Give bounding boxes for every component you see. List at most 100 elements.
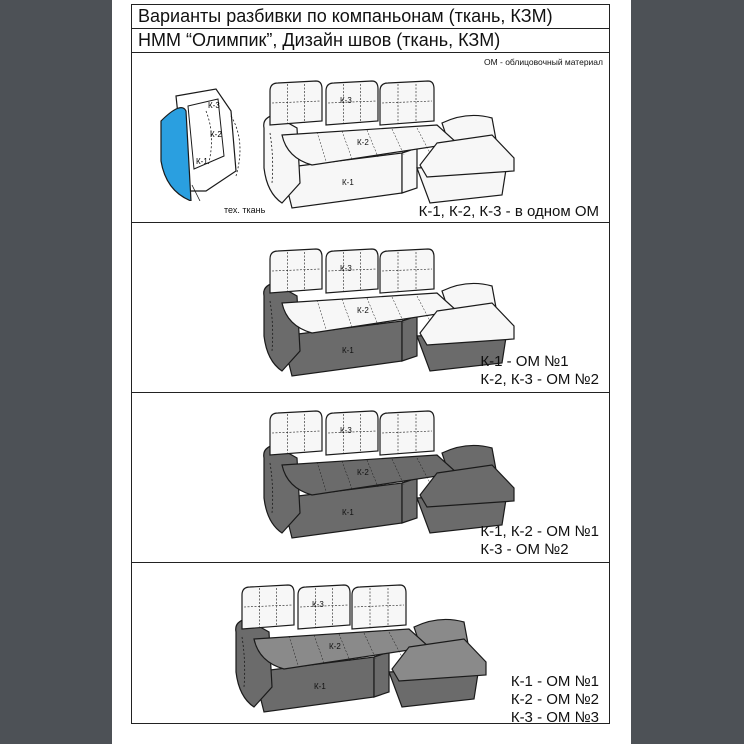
cushion-seam	[271, 100, 321, 104]
seat-seam	[341, 130, 353, 160]
variant-section-2: К-1 К-2 К-3 К-1 - ОМ №1 К-2, К-3 - ОМ №2	[132, 223, 609, 393]
variant-caption-2: К-1 - ОМ №1 К-2, К-3 - ОМ №2	[480, 353, 599, 389]
cushion-seam	[381, 430, 433, 434]
seat-seam	[338, 633, 351, 662]
sofa-left-arm	[263, 282, 301, 372]
seat-seam	[316, 299, 327, 330]
sofa-seat	[253, 628, 431, 670]
sofa-label-k2: К-2	[357, 468, 369, 477]
cushion-seam	[327, 268, 377, 272]
caption-line: К-1, К-2 - ОМ №1	[480, 523, 599, 540]
variant-caption-3: К-1, К-2 - ОМ №1 К-3 - ОМ №2	[480, 523, 599, 559]
cushion-seam	[271, 430, 321, 434]
seat-seam	[288, 635, 299, 666]
seat-seam	[366, 129, 379, 158]
document-page: Варианты разбивки по компаньонам (ткань,…	[112, 0, 631, 744]
back-cushion	[241, 584, 295, 630]
back-cushion	[351, 584, 407, 630]
variant-caption-4: К-1 - ОМ №1 К-2 - ОМ №2 К-3 - ОМ №3	[511, 673, 599, 727]
table-frame: Варианты разбивки по компаньонам (ткань,…	[131, 4, 610, 727]
sofa-left-arm	[235, 618, 273, 708]
sofa-illustration-1: К-1 К-2 К-3	[263, 80, 515, 209]
arm-seam	[241, 636, 246, 688]
sofa-label-k3: К-3	[312, 600, 324, 609]
sofa-seat	[281, 124, 459, 166]
caption-line: К-2, К-3 - ОМ №2	[480, 371, 599, 388]
om-legend-note: ОМ - облицовочный материал	[483, 57, 603, 67]
seat-seam	[391, 458, 405, 486]
sofa-seat	[281, 292, 459, 334]
back-cushion	[325, 248, 379, 294]
seat-seam	[391, 296, 405, 324]
sofa-illustration-4: К-1К-2К-3	[235, 584, 487, 713]
variant-section-1: ОМ - облицовочный материал К-3 К-2 К-1 т…	[132, 53, 609, 223]
sofa-illustration-3: К-1К-2К-3	[263, 410, 515, 539]
back-cushion	[379, 80, 435, 126]
cushion-seam	[243, 604, 293, 608]
sofa-label-k2: К-2	[357, 306, 369, 315]
seat-seam	[416, 127, 431, 154]
sofa-label-k2: К-2	[357, 138, 369, 147]
sofa-base-side	[373, 651, 390, 698]
tech-fabric-label: тех. ткань	[224, 205, 266, 215]
caption-line: К-1 - ОМ №1	[480, 353, 569, 370]
seat-seam	[416, 295, 431, 322]
arm-seam	[269, 132, 274, 184]
sofa-left-arm	[263, 444, 301, 534]
caption-line: К-1 - ОМ №1	[510, 673, 599, 690]
back-cushion	[325, 80, 379, 126]
seat-seam	[391, 128, 405, 156]
back-cushion	[325, 410, 379, 456]
seat-seam	[388, 631, 403, 658]
arm-seam	[269, 300, 274, 352]
seat-seam	[316, 461, 327, 492]
sofa-base-side	[401, 147, 418, 194]
sofa-label-k3: К-3	[340, 264, 352, 273]
back-cushion	[379, 410, 435, 456]
detail-label-k2: К-2	[210, 130, 222, 139]
sofa-base-side	[401, 477, 418, 524]
seat-seam	[366, 459, 379, 488]
title-line-2: НММ “Олимпик”, Дизайн швов (ткань, КЗМ)	[132, 29, 609, 53]
caption-line: К-3 - ОМ №3	[510, 709, 599, 726]
variant-caption-1: К-1, К-2, К-3 - в одном ОМ	[419, 203, 599, 221]
chaise-cushion	[391, 638, 487, 682]
sofa-seat	[281, 454, 459, 496]
seat-seam	[313, 634, 325, 664]
back-cushion	[297, 584, 351, 630]
cushion-seam	[381, 100, 433, 104]
back-cushion	[269, 410, 323, 456]
cushion-seam	[353, 604, 405, 608]
cushion-seam	[271, 268, 321, 272]
caption-line: К-3 - ОМ №2	[480, 541, 569, 558]
seat-seam	[363, 632, 377, 660]
caption-line: К-1, К-2, К-3 - в одном ОМ	[418, 203, 599, 220]
title-line-1: Варианты разбивки по компаньонам (ткань,…	[132, 5, 609, 29]
cushion-seam	[327, 430, 377, 434]
sofa-label-k3: К-3	[340, 96, 352, 105]
back-cushion	[379, 248, 435, 294]
sofa-label-k1: К-1	[342, 508, 354, 517]
seat-seam	[341, 298, 353, 328]
back-cushion	[269, 248, 323, 294]
chaise-cushion	[419, 134, 515, 178]
seat-seam	[341, 460, 353, 490]
sofa-left-arm	[263, 114, 301, 204]
detail-label-k3: К-3	[208, 101, 220, 110]
back-cushion	[269, 80, 323, 126]
cushion-seam	[327, 100, 377, 104]
seat-seam	[316, 131, 327, 162]
sofa-label-k1: К-1	[314, 682, 326, 691]
detail-label-k1: К-1	[196, 157, 208, 166]
sofa-label-k1: К-1	[342, 346, 354, 355]
cushion-seam	[299, 604, 349, 608]
sofa-base-side	[401, 315, 418, 362]
seam-detail-illustration: К-3 К-2 К-1	[160, 88, 241, 201]
seat-seam	[416, 457, 431, 484]
caption-line: К-2 - ОМ №2	[510, 691, 599, 708]
seat-seam	[366, 297, 379, 326]
sofa-label-k1: К-1	[342, 178, 354, 187]
chaise-cushion	[419, 302, 515, 346]
